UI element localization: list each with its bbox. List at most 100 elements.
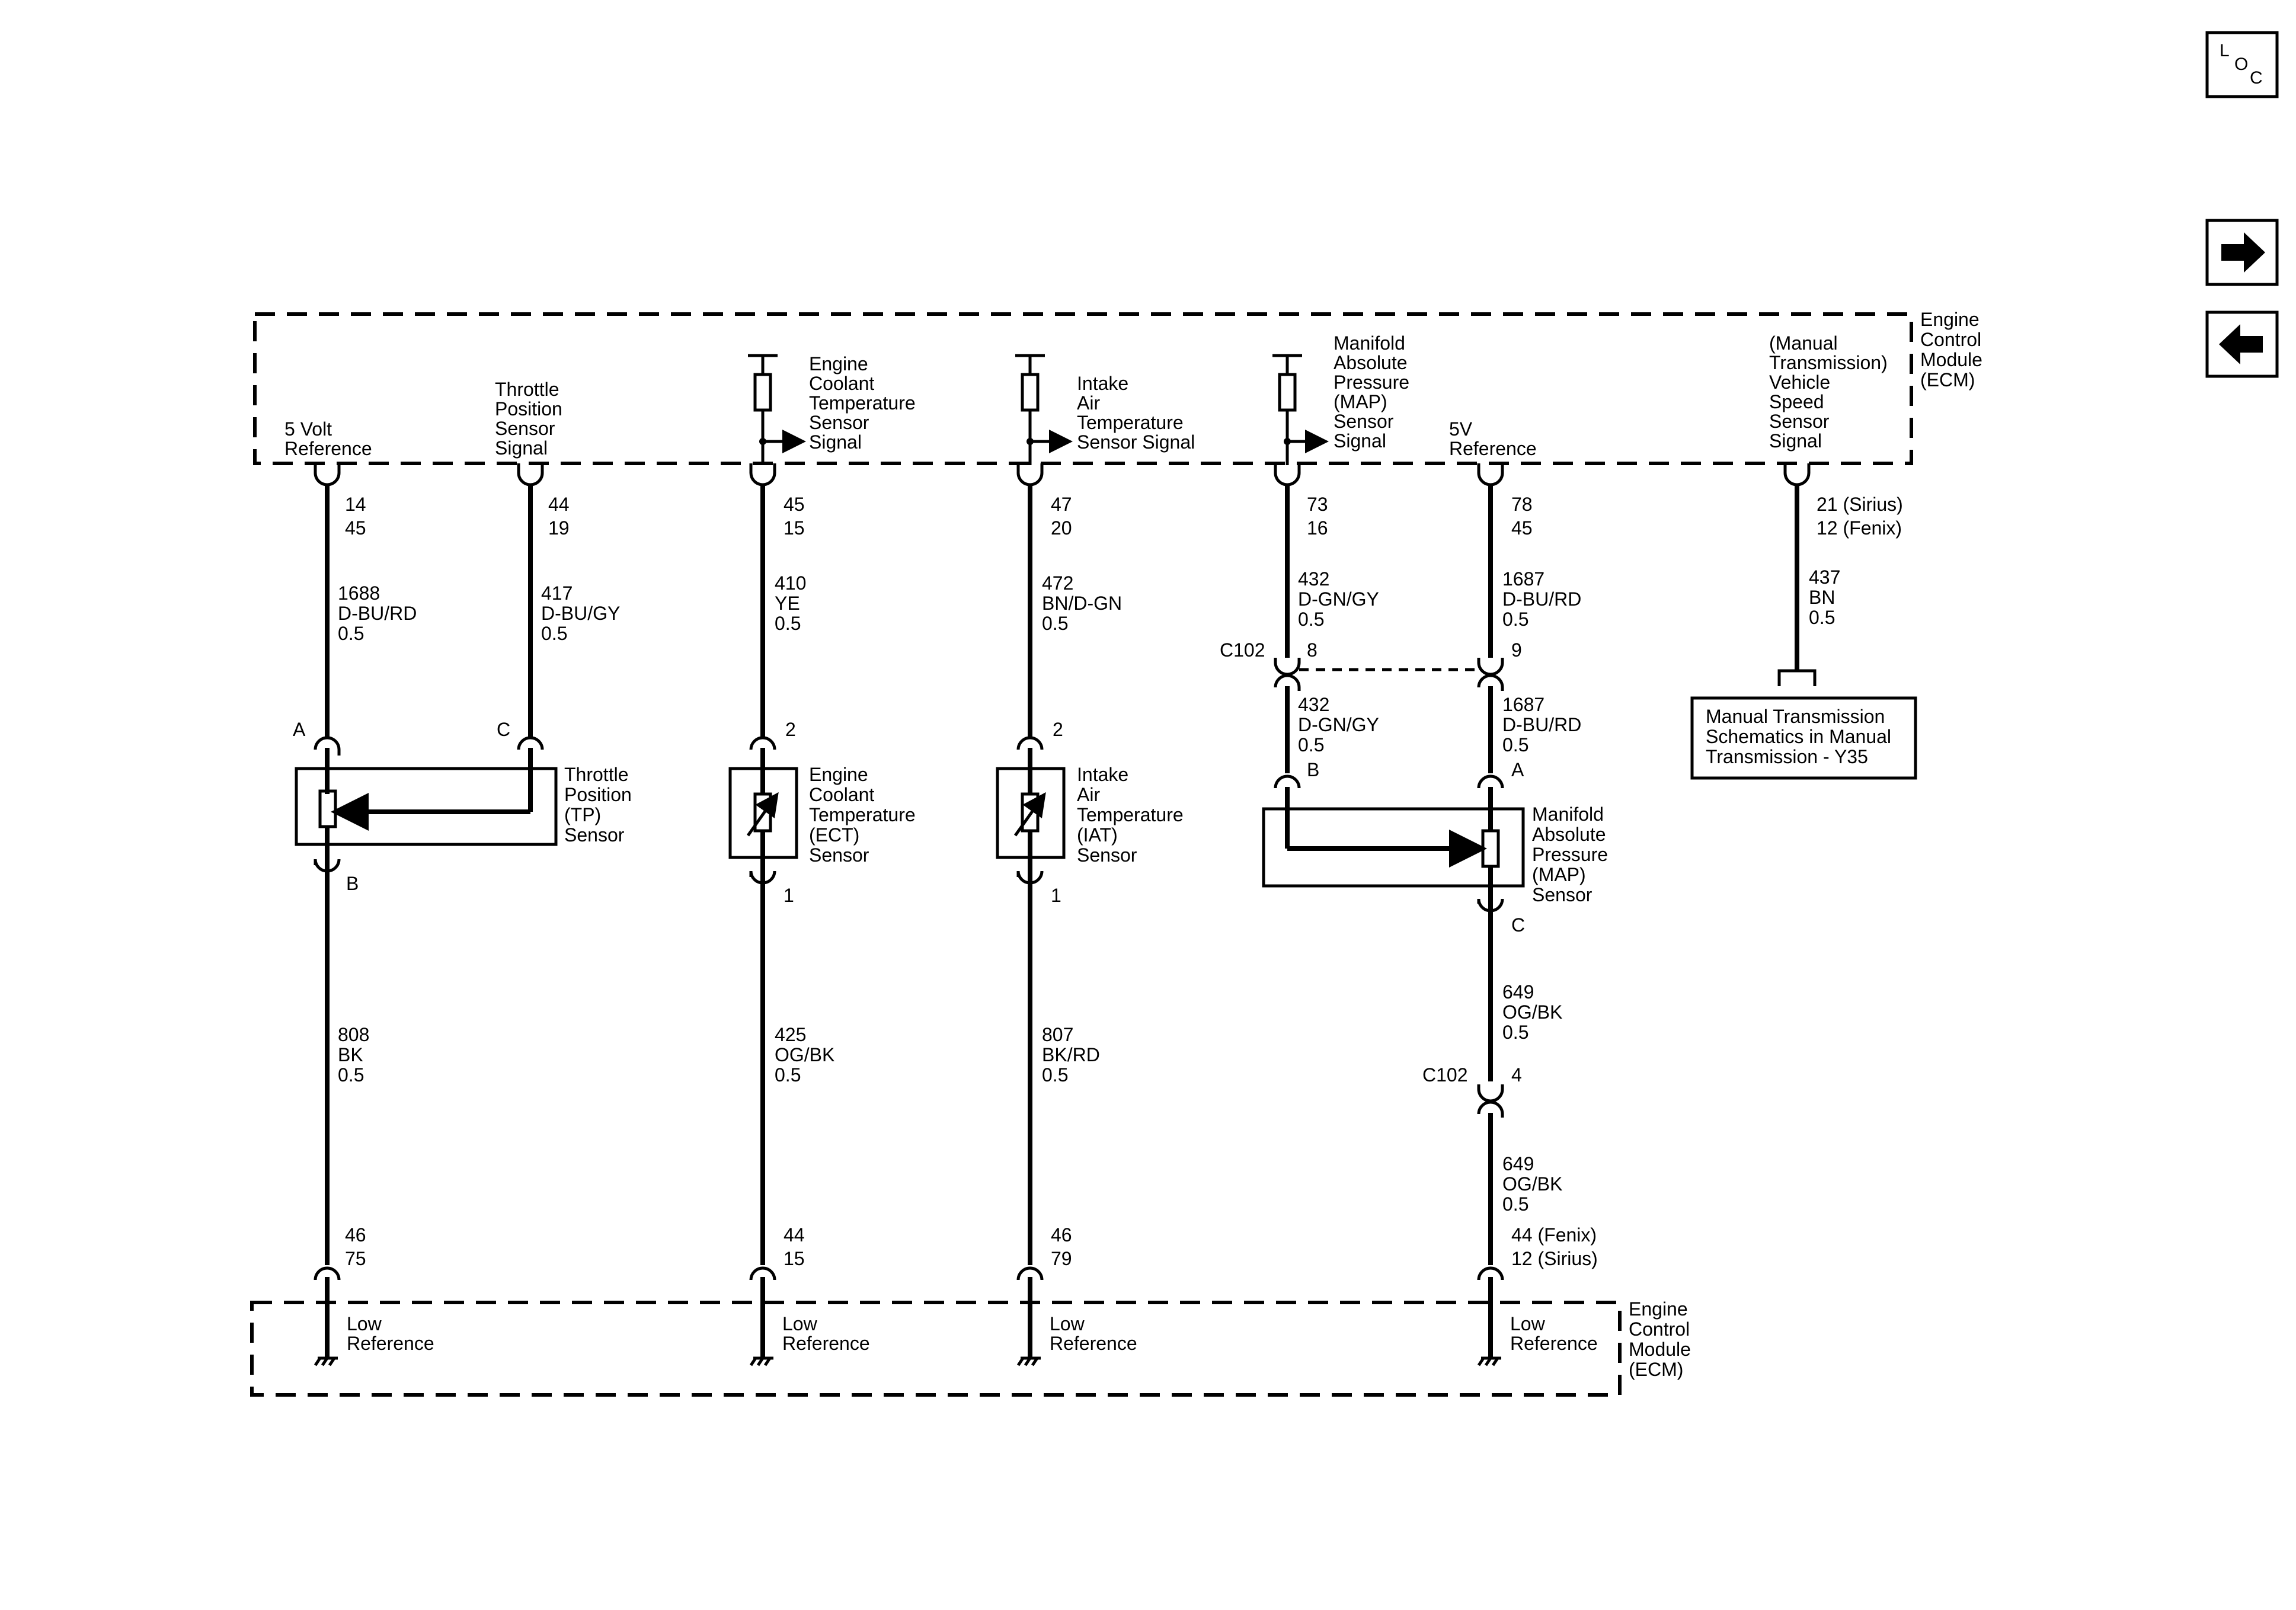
loc-button[interactable]: L O C (2205, 31, 2279, 98)
svg-text:1687: 1687 (1502, 568, 1544, 590)
svg-text:Transmission): Transmission) (1769, 352, 1888, 373)
svg-text:Temperature: Temperature (1077, 412, 1184, 433)
svg-text:Transmission - Y35: Transmission - Y35 (1706, 746, 1868, 767)
svg-text:Intake: Intake (1077, 373, 1128, 394)
svg-text:A: A (1511, 759, 1524, 780)
svg-text:1687: 1687 (1502, 694, 1544, 715)
next-page-button[interactable] (2205, 219, 2279, 286)
svg-text:5V: 5V (1449, 418, 1473, 440)
svg-text:0.5: 0.5 (1042, 1064, 1068, 1086)
svg-text:D-GN/GY: D-GN/GY (1298, 714, 1379, 735)
svg-text:Module: Module (1920, 349, 1982, 370)
loc-letter-o: O (2234, 55, 2248, 74)
svg-text:Throttle: Throttle (564, 764, 628, 785)
ground-icon (314, 1356, 338, 1366)
svg-text:417: 417 (541, 582, 573, 604)
svg-text:14: 14 (345, 494, 366, 515)
svg-text:472: 472 (1042, 572, 1073, 594)
circuit-ect-low-reference: 1 425 OG/BK 0.5 44 15 Low Reference (749, 857, 870, 1366)
svg-text:808: 808 (338, 1024, 369, 1045)
svg-text:0.5: 0.5 (1298, 734, 1324, 756)
svg-text:75: 75 (345, 1248, 366, 1269)
svg-text:1: 1 (1051, 885, 1061, 906)
svg-text:(TP): (TP) (564, 804, 601, 825)
svg-text:Temperature: Temperature (809, 392, 916, 414)
manual-transmission-reference-box[interactable]: Manual Transmission Schematics in Manual… (1690, 696, 1917, 780)
svg-text:B: B (1307, 759, 1319, 780)
svg-text:16: 16 (1307, 517, 1328, 539)
circuit-iat-low-reference: 1 807 BK/RD 0.5 46 79 Low Reference (1016, 857, 1137, 1366)
svg-text:Engine: Engine (1920, 309, 1980, 330)
svg-text:12 (Sirius): 12 (Sirius) (1511, 1248, 1598, 1269)
svg-text:Sensor: Sensor (1077, 844, 1137, 866)
svg-text:Reference: Reference (1510, 1333, 1598, 1354)
ect-sensor: Engine Coolant Temperature (ECT) Sensor (728, 748, 916, 866)
svg-text:(MAP): (MAP) (1532, 864, 1586, 885)
svg-text:0.5: 0.5 (1502, 1022, 1528, 1043)
svg-text:73: 73 (1307, 494, 1328, 515)
svg-text:Engine: Engine (1629, 1298, 1688, 1320)
svg-text:Reference: Reference (1449, 438, 1537, 459)
svg-text:(MAP): (MAP) (1334, 391, 1387, 412)
ecm-top-label: Engine Control Module (ECM) (1920, 309, 1982, 391)
svg-text:Sensor Signal: Sensor Signal (1077, 431, 1195, 453)
svg-text:46: 46 (345, 1224, 366, 1246)
svg-text:19: 19 (548, 517, 570, 539)
svg-text:2: 2 (785, 719, 796, 740)
svg-text:79: 79 (1051, 1248, 1072, 1269)
svg-text:2: 2 (1053, 719, 1063, 740)
svg-text:44 (Fenix): 44 (Fenix) (1511, 1224, 1597, 1246)
svg-text:807: 807 (1042, 1024, 1073, 1045)
svg-text:Pressure: Pressure (1532, 844, 1608, 865)
ground-icon (1016, 1356, 1041, 1366)
svg-text:0.5: 0.5 (1502, 1193, 1528, 1215)
svg-text:Signal: Signal (495, 437, 548, 459)
circuit-vehicle-speed-signal: (Manual Transmission) Vehicle Speed Sens… (1769, 332, 1903, 686)
svg-text:C: C (1511, 914, 1525, 936)
svg-text:Manifold: Manifold (1334, 332, 1405, 354)
svg-text:Absolute: Absolute (1532, 824, 1606, 845)
svg-text:D-BU/GY: D-BU/GY (541, 603, 620, 624)
svg-text:4: 4 (1511, 1064, 1522, 1086)
svg-text:5 Volt: 5 Volt (284, 418, 332, 440)
svg-text:425: 425 (775, 1024, 806, 1045)
svg-text:Manifold: Manifold (1532, 804, 1604, 825)
svg-text:44: 44 (784, 1224, 805, 1246)
svg-text:YE: YE (775, 593, 800, 614)
svg-text:Intake: Intake (1077, 764, 1128, 785)
svg-text:20: 20 (1051, 517, 1072, 539)
svg-text:Signal: Signal (1334, 430, 1386, 452)
svg-text:Module: Module (1629, 1339, 1691, 1360)
svg-text:D-BU/RD: D-BU/RD (338, 603, 417, 624)
svg-text:46: 46 (1051, 1224, 1072, 1246)
svg-text:0.5: 0.5 (1502, 734, 1528, 756)
svg-text:Sensor: Sensor (564, 824, 625, 846)
svg-text:(ECM): (ECM) (1629, 1359, 1683, 1380)
svg-text:(IAT): (IAT) (1077, 824, 1118, 846)
svg-text:Reference: Reference (1050, 1333, 1137, 1354)
svg-text:Engine: Engine (809, 353, 868, 375)
svg-text:45: 45 (1511, 517, 1533, 539)
svg-text:Air: Air (1077, 784, 1100, 805)
svg-text:C102: C102 (1422, 1064, 1468, 1086)
svg-text:Sensor: Sensor (495, 418, 555, 439)
svg-text:0.5: 0.5 (1298, 609, 1324, 630)
svg-text:Throttle: Throttle (495, 379, 559, 400)
circuit-map-signal: Manifold Absolute Pressure (MAP) Sensor … (1220, 332, 1409, 789)
svg-text:Signal: Signal (1769, 430, 1822, 452)
circuit-iat-signal: Intake Air Temperature Sensor Signal 47 … (1015, 354, 1195, 750)
svg-text:Low: Low (782, 1313, 818, 1334)
previous-page-button[interactable] (2205, 311, 2279, 378)
ground-icon (1477, 1356, 1501, 1366)
svg-text:Speed: Speed (1769, 391, 1824, 412)
iat-sensor: Intake Air Temperature (IAT) Sensor (996, 748, 1184, 866)
svg-text:(Manual: (Manual (1769, 332, 1838, 354)
svg-text:D-BU/RD: D-BU/RD (1502, 588, 1581, 610)
svg-text:0.5: 0.5 (541, 623, 567, 644)
svg-text:Sensor: Sensor (1532, 884, 1593, 905)
svg-text:Reference: Reference (782, 1333, 870, 1354)
svg-text:0.5: 0.5 (775, 1064, 801, 1086)
svg-text:432: 432 (1298, 694, 1329, 715)
svg-text:Reference: Reference (284, 438, 372, 459)
arrow-right-icon (2221, 232, 2265, 273)
